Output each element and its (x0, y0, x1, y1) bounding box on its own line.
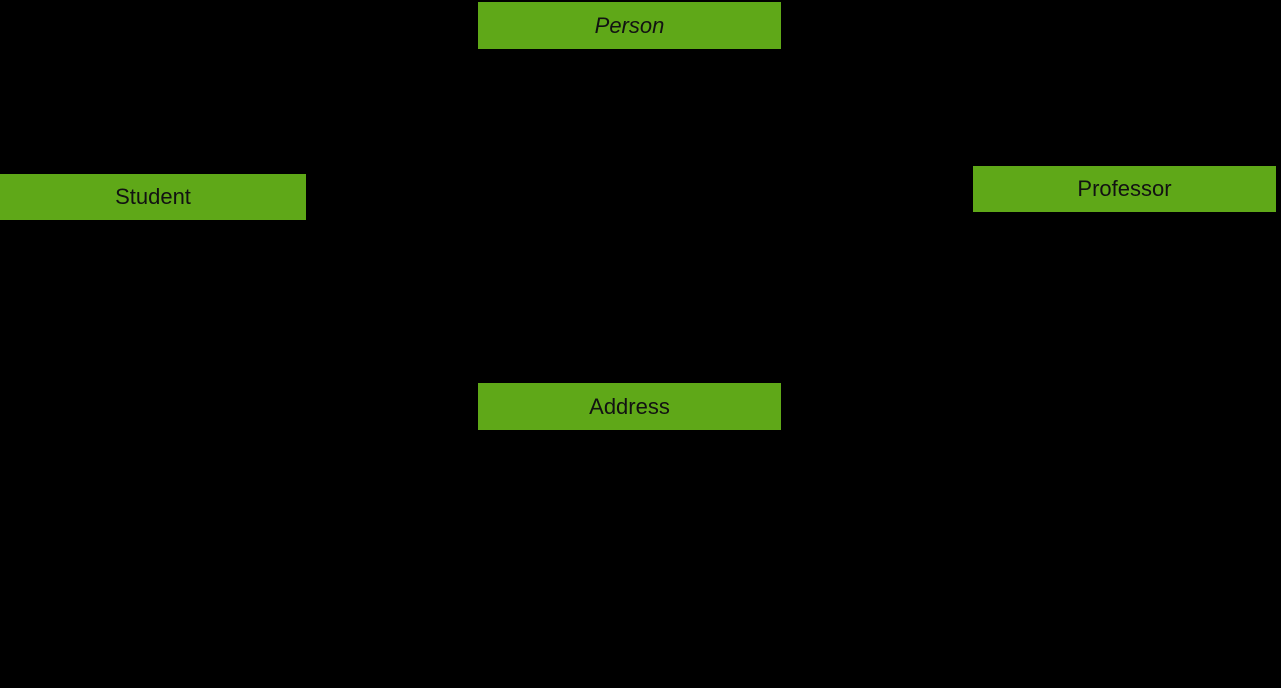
class-name-address: Address (589, 393, 670, 419)
class-name-professor: Professor (1077, 176, 1172, 201)
class-node-address: Address (478, 383, 781, 430)
class-node-person: Person (478, 2, 781, 49)
class-name-person: Person (594, 12, 665, 38)
class-name-student: Student (115, 184, 191, 209)
class-node-professor: Professor (973, 166, 1276, 212)
class-node-student: Student (0, 174, 306, 220)
